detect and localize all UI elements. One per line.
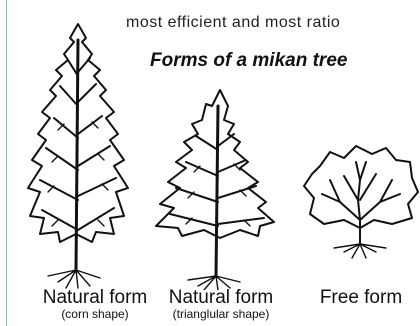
left-margin-rule [6,0,7,326]
caption-corn: Natural form (corn shape) [30,288,160,321]
caption-triangular-sublabel: (trianglular shape) [156,308,286,321]
free-form-tree-illustration [300,140,420,260]
caption-corn-sublabel: (corn shape) [30,308,160,321]
caption-corn-label: Natural form [30,288,160,308]
figure-title: Forms of a mikan tree [150,50,347,72]
caption-free: Free form [306,288,416,308]
caption-free-label: Free form [306,288,416,308]
caption-triangular: Natural form (trianglular shape) [156,288,286,321]
corn-shape-tree-illustration [18,20,138,290]
intro-line-2: most efficient and most ratio [126,14,340,32]
caption-triangular-label: Natural form [156,288,286,308]
triangular-shape-tree-illustration [148,86,278,290]
